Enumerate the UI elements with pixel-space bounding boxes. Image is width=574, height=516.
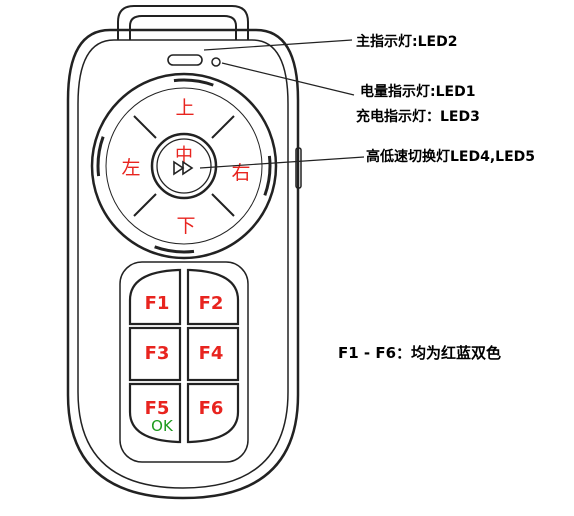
lanyard-loop	[117, 5, 249, 40]
dpad-down-label: 下	[176, 215, 195, 237]
dpad-up-label: 上	[175, 97, 194, 119]
dpad-right-label: 右	[231, 162, 250, 184]
callout-leaders	[199, 39, 365, 169]
f2-label: F2	[199, 293, 224, 314]
dpad-left-button[interactable]: 左	[121, 157, 140, 179]
main-led-callout: 主指示灯:LED2	[356, 34, 458, 50]
f4-label: F4	[199, 343, 224, 364]
f5-ok-label: OK	[151, 417, 174, 435]
power-led-callout: 电量指示灯:LED1	[360, 84, 476, 100]
f-keys-note: F1 - F6：均为红蓝双色	[338, 344, 502, 362]
f3-label: F3	[145, 343, 170, 364]
dpad	[90, 72, 278, 260]
dpad-down-button[interactable]: 下	[176, 215, 195, 237]
f6-button[interactable]: F6	[186, 382, 240, 444]
f6-label: F6	[199, 398, 224, 419]
dpad-left-label: 左	[121, 157, 140, 179]
dpad-up-button[interactable]: 上	[175, 97, 194, 119]
f3-button[interactable]: F3	[128, 326, 182, 382]
dpad-center-label: 中	[175, 145, 193, 166]
f1-label: F1	[145, 293, 170, 314]
fast-forward-icon	[173, 160, 194, 176]
speed-led-callout: 高低速切换灯LED4,LED5	[366, 149, 536, 165]
f5-button[interactable]: F5 OK	[128, 382, 182, 444]
f1-button[interactable]: F1	[128, 268, 182, 326]
fkey-pad	[119, 261, 249, 463]
dpad-right-button[interactable]: 右	[231, 162, 250, 184]
power-led-indicator	[211, 57, 221, 67]
f2-button[interactable]: F2	[186, 268, 240, 326]
dpad-center-button[interactable]: 中	[173, 145, 194, 176]
f4-button[interactable]: F4	[186, 326, 240, 382]
remote-body	[66, 28, 302, 500]
f5-label: F5	[145, 398, 170, 419]
charge-led-callout: 充电指示灯：LED3	[356, 109, 480, 125]
main-led-indicator	[167, 54, 203, 66]
